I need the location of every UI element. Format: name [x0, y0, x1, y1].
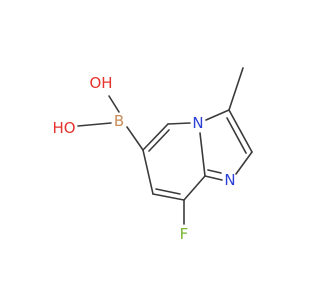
atom-label-oh-top: OH [89, 74, 112, 92]
bond-boron-c6 [126, 126, 144, 151]
bond-c7-c6 [142, 149, 154, 195]
bond-c6-c5 [142, 123, 169, 151]
bond-c3-c2 [228, 109, 253, 153]
bond-n4-c3 [205, 109, 230, 121]
bond-c3-methyl [228, 67, 244, 111]
bond-c8-c7-inner [155, 188, 181, 195]
bond-c8a-c8 [183, 175, 206, 201]
bond-n1-c8a-inner [207, 169, 222, 174]
bond-c8-c7 [152, 193, 185, 201]
bond-c5-n4 [167, 122, 191, 125]
atom-label-boron: B [114, 112, 124, 130]
bond-c3-c2-inner [226, 117, 247, 154]
atom-label-n-ring: N [224, 171, 235, 189]
atom-label-n-bridge: N [192, 114, 203, 132]
atom-label-oh-left: HO [52, 119, 75, 137]
bond-c6-c5-inner [148, 129, 170, 152]
atom-labels: OH HO B N N F [52, 74, 235, 243]
bond-oh-left-boron [77, 122, 112, 127]
bond-c2-n1 [235, 151, 253, 175]
bond-n1-c8a [204, 175, 223, 181]
atom-label-fluorine: F [180, 225, 189, 243]
bond-n4-c8a [199, 132, 206, 177]
bonds [77, 67, 253, 225]
bond-oh-top-boron [108, 95, 120, 113]
molecule-structure-diagram: OH HO B N N F [52, 67, 253, 243]
